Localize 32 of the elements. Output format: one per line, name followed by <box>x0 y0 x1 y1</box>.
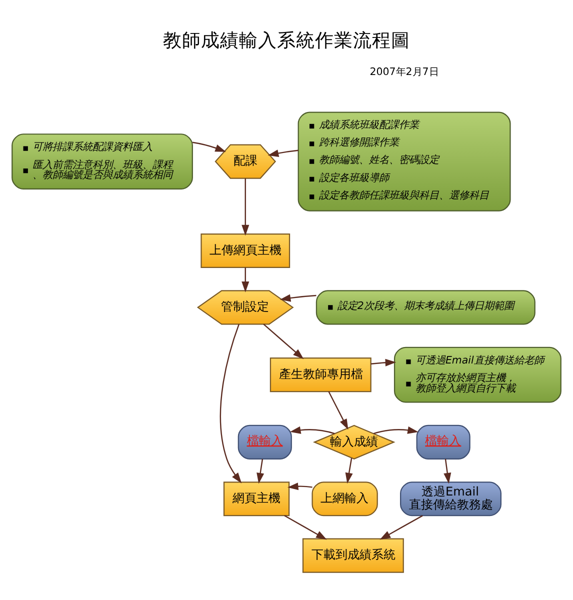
arrow <box>290 426 335 434</box>
node-box: 網頁主機 <box>223 482 290 516</box>
node-box: 檔輸入 <box>238 424 292 460</box>
arrow <box>345 458 353 484</box>
node-box: 設定2次段考、期末考成績上傳日期範圍 <box>316 290 536 325</box>
label: 2007年2月7日 <box>370 66 439 78</box>
node-box: 透過Email直接傳給教務處 <box>400 482 502 516</box>
arrow <box>242 268 250 292</box>
node-diamond: 輸入成績 <box>312 424 396 460</box>
arrow <box>192 142 226 152</box>
arrow <box>220 324 242 484</box>
diagram-title: 教師成績輸入系統作業流程圖 <box>163 30 410 52</box>
node-box: 上網輸入 <box>312 482 378 516</box>
node-box: 可透過Email直接傳送給老師 亦可存放於網頁主機，教師登入網頁自行下載 <box>394 346 562 403</box>
node-box: 下載到成績系統 <box>302 538 404 573</box>
arrow <box>263 324 304 360</box>
node-box: 檔輸入 <box>416 424 470 460</box>
arrow <box>380 515 423 540</box>
node-box: 產生教師專用檔 <box>270 358 372 392</box>
arrow <box>280 294 316 302</box>
arrow <box>373 426 418 434</box>
node-box: 可將排課系統配課資料匯入 匯入前需注意科別、班級、課程、教師編號是否與成績系統相同 <box>12 134 193 190</box>
node-box: 成績系統班級配課作業 跨科選修開課作業 教師編號、姓名、密碼設定 設定各班級導師 設定各教師任課班級與科目、選修科目 <box>298 112 511 212</box>
arrow <box>444 458 452 484</box>
arrow <box>370 358 396 366</box>
node-box: 上傳網頁主機 <box>200 233 290 268</box>
arrow <box>284 515 327 540</box>
arrow <box>287 482 312 490</box>
arrow <box>328 391 348 430</box>
arrow <box>242 178 250 236</box>
arrow <box>256 458 264 484</box>
arrow <box>268 150 298 157</box>
